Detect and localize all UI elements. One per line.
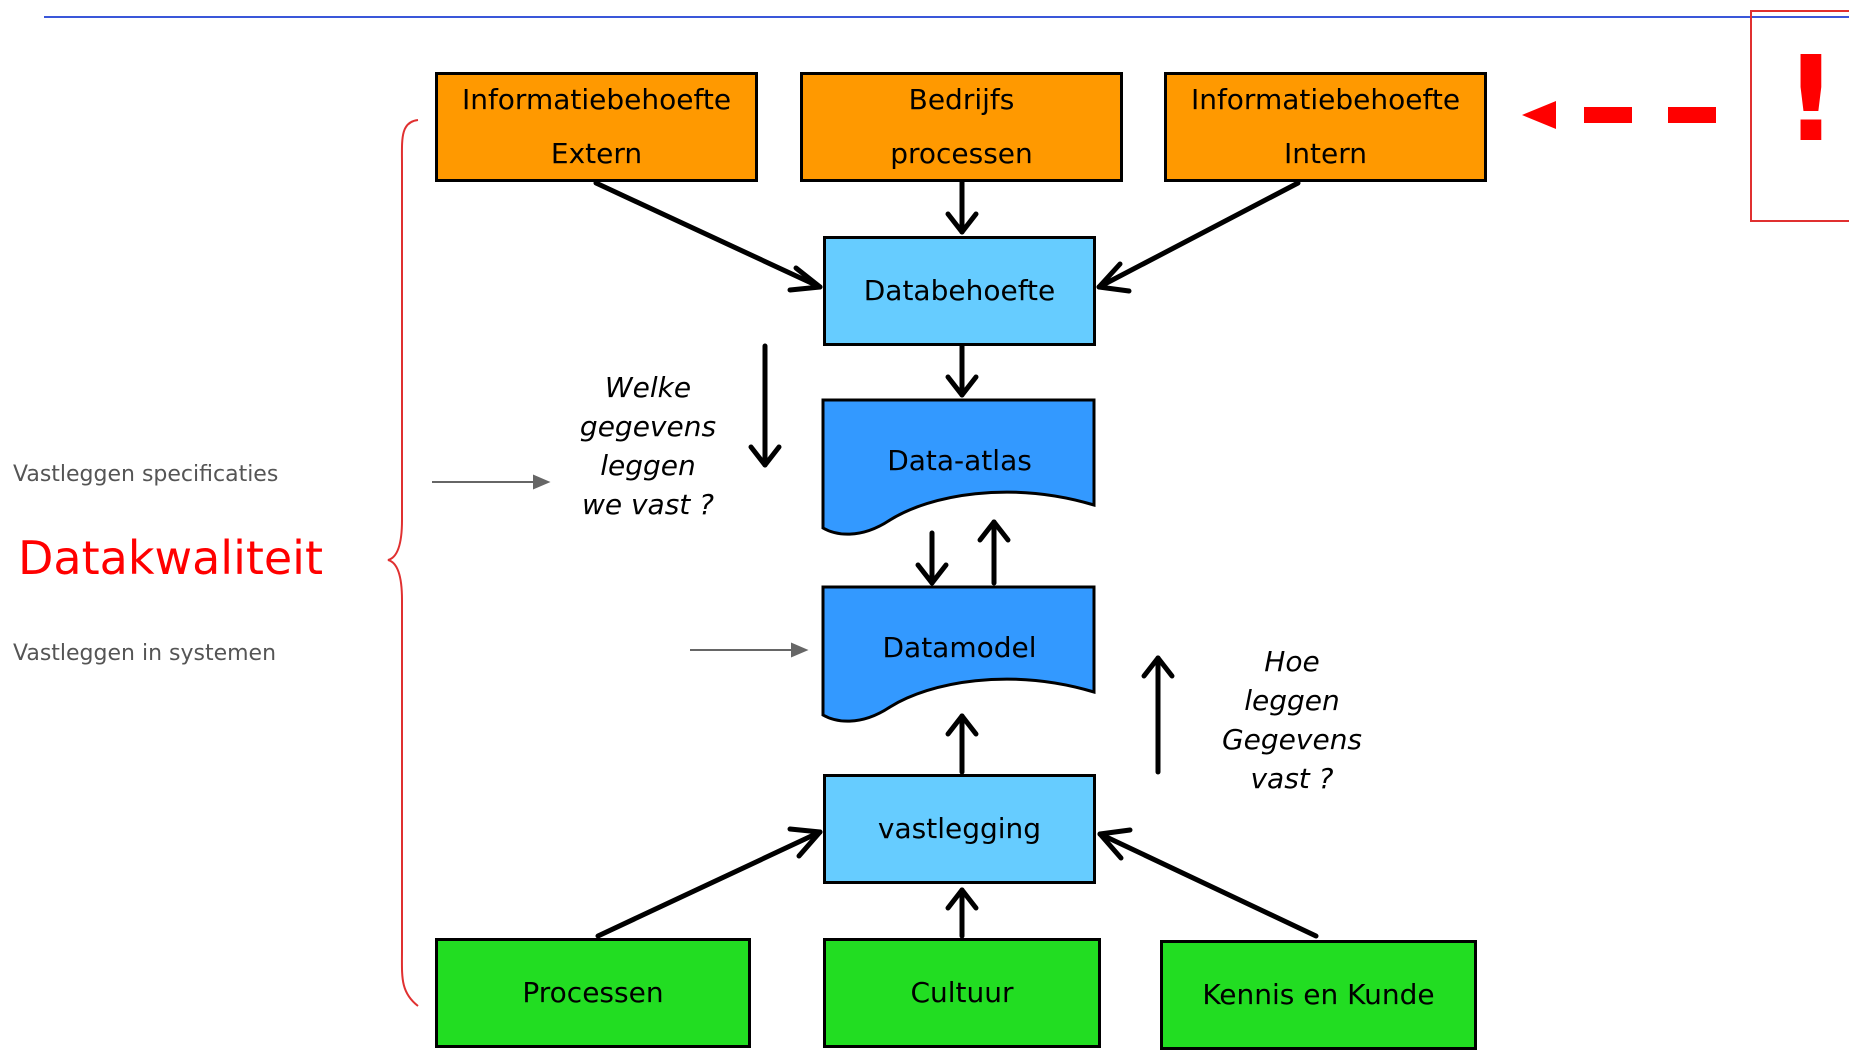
question-welke: Welke gegevens leggen we vast ? — [548, 368, 748, 524]
arrow-extern-to-databehoefte — [593, 180, 823, 290]
box-databehoefte: Databehoefte — [823, 236, 1096, 346]
warning-arrowhead — [1522, 101, 1556, 129]
datamodel-label: Datamodel — [882, 631, 1037, 664]
question-hoe-line: vast ? — [1250, 762, 1334, 795]
box-processen-label: Processen — [522, 976, 664, 1009]
warning-dash-1 — [1584, 107, 1632, 123]
question-welke-line: Welke — [604, 371, 692, 404]
question-hoe: Hoe leggen Gegevens vast ? — [1192, 642, 1392, 798]
box-vastlegging-label: vastlegging — [877, 812, 1042, 845]
datamodel-shape — [821, 585, 1096, 723]
question-hoe-line: leggen — [1244, 684, 1340, 717]
box-cultuur: Cultuur — [823, 938, 1101, 1048]
box-databehoefte-label: Databehoefte — [863, 274, 1056, 307]
question-welke-line: we vast ? — [581, 488, 715, 521]
data-atlas-label: Data-atlas — [887, 444, 1032, 477]
side-label-systemen: Vastleggen in systemen — [13, 641, 277, 666]
question-welke-line: leggen — [600, 449, 696, 482]
datakwaliteit-title: Datakwaliteit — [18, 531, 323, 585]
side-label-specificaties: Vastleggen specificaties — [13, 462, 279, 487]
box-info-extern-line1: Informatiebehoefte — [461, 83, 732, 116]
arrow-processen-to-vastlegging — [595, 829, 823, 939]
exclamation-icon: ! — [1784, 30, 1838, 168]
box-bedrijfs: Bedrijfs processen — [800, 72, 1123, 182]
question-hoe-line: Hoe — [1264, 645, 1320, 678]
box-kennis: Kennis en Kunde — [1160, 940, 1477, 1050]
box-kennis-label: Kennis en Kunde — [1202, 978, 1435, 1011]
box-info-extern: Informatiebehoefte Extern — [435, 72, 758, 182]
box-bedrijfs-line2: processen — [890, 137, 1033, 170]
box-processen: Processen — [435, 938, 751, 1048]
warning-box: ! — [1750, 10, 1849, 222]
box-vastlegging: vastlegging — [823, 774, 1096, 884]
header-rule — [44, 16, 1849, 18]
question-welke-line: gegevens — [579, 410, 717, 443]
arrow-intern-to-databehoefte — [1096, 180, 1301, 290]
box-info-intern: Informatiebehoefte Intern — [1164, 72, 1487, 182]
box-bedrijfs-line1: Bedrijfs — [908, 83, 1015, 116]
box-info-intern-line1: Informatiebehoefte — [1190, 83, 1461, 116]
box-info-intern-line2: Intern — [1284, 137, 1367, 170]
datakwaliteit-brace — [387, 119, 419, 1007]
box-info-extern-line2: Extern — [550, 137, 643, 170]
question-hoe-line: Gegevens — [1221, 723, 1363, 756]
arrow-kennis-to-vastlegging — [1097, 831, 1319, 939]
warning-dash-2 — [1668, 107, 1716, 123]
data-atlas-shape — [821, 398, 1096, 536]
box-cultuur-label: Cultuur — [910, 976, 1014, 1009]
